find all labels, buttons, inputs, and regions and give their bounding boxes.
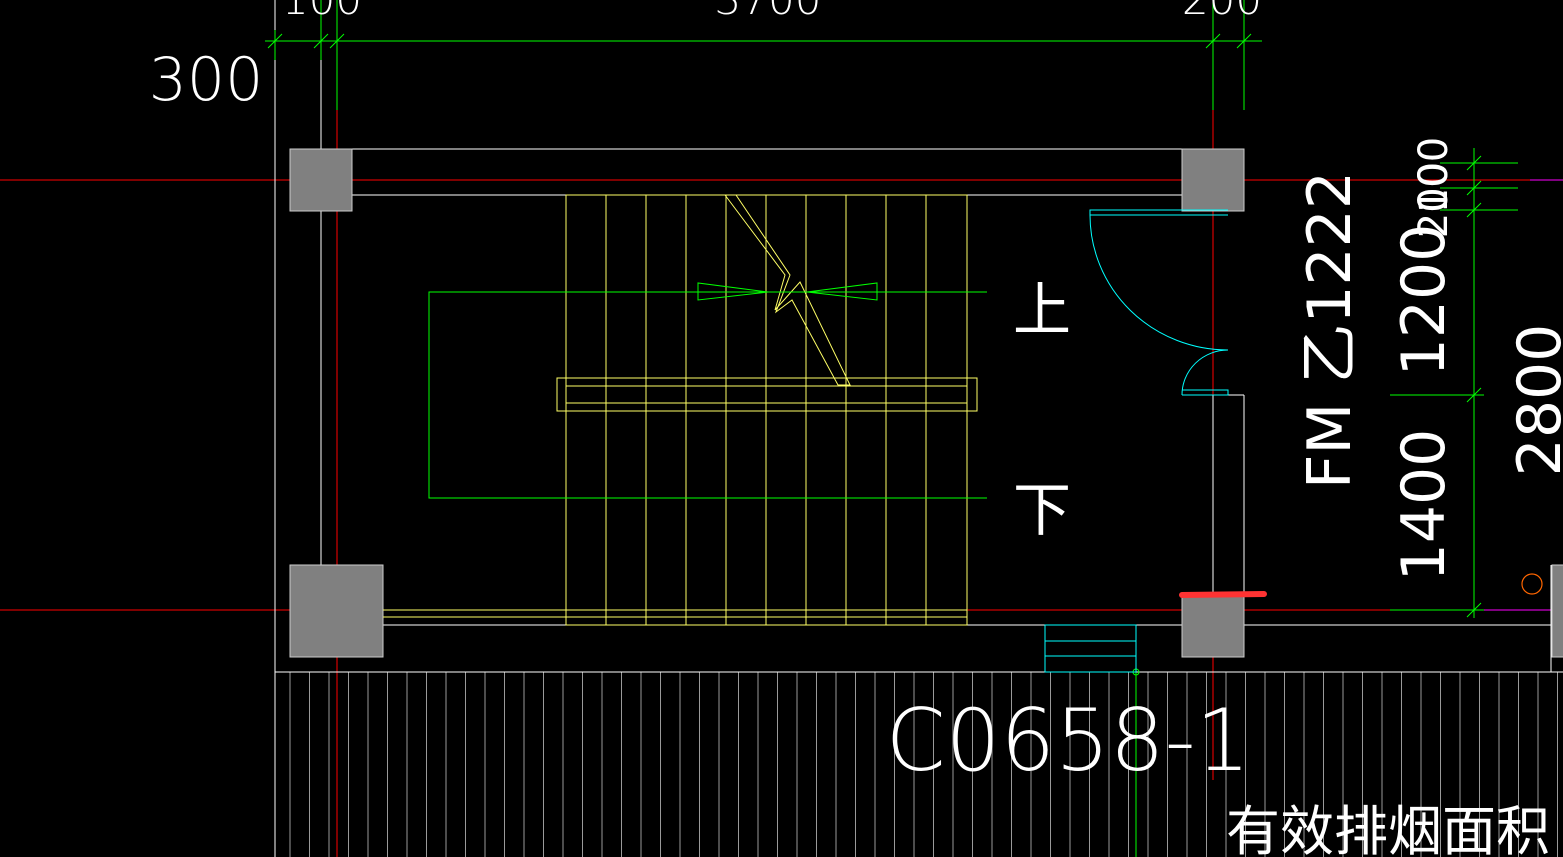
stair-up-label: 上 [1013, 276, 1071, 344]
stair [383, 194, 978, 626]
column-far-right [1551, 564, 1563, 658]
dim-text-right-1: 100 [1411, 137, 1457, 213]
column-bottom-right [1181, 594, 1245, 658]
orange-circle-marker [1521, 573, 1543, 595]
columns [289, 148, 1563, 658]
stair-handrail-outer [556, 377, 978, 412]
up-arrow-path [428, 291, 987, 499]
arrow-left-head [697, 282, 769, 301]
dim-rtick-4 [1466, 387, 1482, 403]
red-markup-line [1179, 591, 1267, 598]
dim-text-top-middle: 3700 [715, 0, 822, 24]
door [1089, 209, 1229, 396]
dimension-lines [265, 0, 1518, 857]
arrow-right-head [806, 282, 878, 301]
door-leaf-bottom [1182, 389, 1229, 396]
dim-text-right-2: 200 [1411, 162, 1457, 238]
dim-text-left-offset: 300 [149, 45, 264, 115]
dim-rtick-2 [1466, 180, 1482, 196]
window-tag-label: C0658-1 [886, 691, 1251, 791]
column-top-right [1181, 148, 1245, 212]
dim-tick-2 [313, 33, 329, 49]
axis-lines [0, 110, 1563, 857]
column-bottom-left [289, 564, 384, 658]
dim-tick-1 [267, 33, 283, 49]
column-top-left [289, 148, 353, 212]
entrance-steps [1044, 624, 1137, 673]
dim-text-top-left: 100 [282, 0, 362, 24]
door-leaf-top [1089, 209, 1228, 216]
dim-tick-3 [329, 33, 345, 49]
facade-hatching [289, 672, 1558, 857]
dim-text-right-1200: 1200 [1389, 224, 1459, 377]
dim-tick-5 [1236, 33, 1252, 49]
dim-text-right-1400: 1400 [1389, 429, 1459, 582]
dim-rtick-1 [1466, 155, 1482, 171]
stair-direction [428, 282, 987, 499]
door-swing-large [1089, 214, 1229, 351]
dim-rtick-3 [1466, 202, 1482, 218]
dim-text-top-right: 200 [1182, 0, 1262, 24]
door-swing-small [1181, 349, 1229, 396]
dim-rtick-5 [1466, 602, 1482, 618]
dim-tick-4 [1205, 33, 1221, 49]
stair-break-line [724, 194, 851, 386]
stair-down-label: 下 [1013, 476, 1071, 544]
dim-text-right-2800: 2800 [1505, 324, 1563, 477]
smoke-area-label: 有效排烟面积 [1226, 800, 1550, 857]
steps-outline [1044, 624, 1137, 673]
door-tag-label: FM 乙1222 [1295, 171, 1365, 489]
